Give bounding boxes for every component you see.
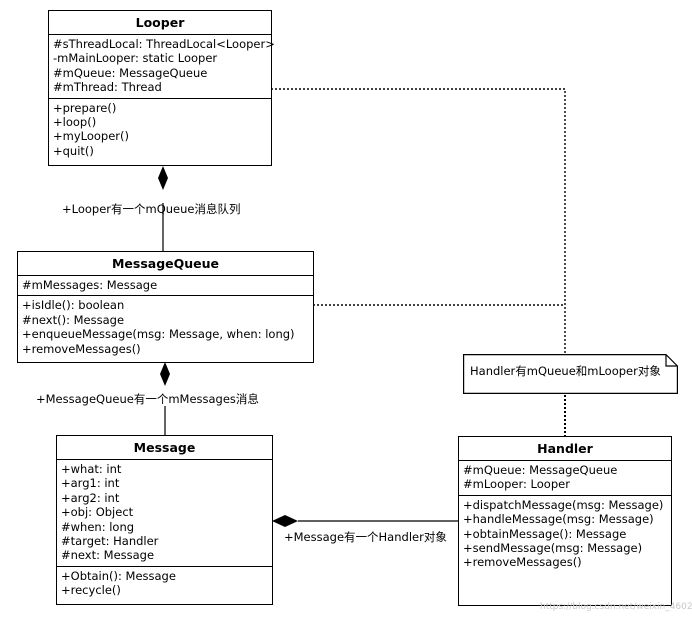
attribute-row: +obj: Object [61, 505, 134, 520]
looper-diamond [158, 166, 168, 190]
attribute-row: #target: Handler [61, 534, 159, 549]
attribute-row: #mMessages: Message [22, 278, 158, 292]
attribute-row: -mMainLooper: static Looper [53, 51, 218, 66]
message-class[interactable]: Message +what: int +arg1: int +arg2: int… [56, 435, 273, 605]
message-handler-relation-label: +Message有一个Handler对象 [284, 530, 447, 544]
attribute-row: +what: int [61, 462, 122, 476]
operation-row: +myLooper() [53, 129, 129, 144]
message-diamond [272, 515, 298, 527]
looper-operations: +prepare() +loop() +myLooper() +quit() [49, 99, 271, 161]
note-shape [463, 354, 678, 394]
attribute-row: +arg2: int [61, 490, 120, 505]
attribute-row: #sThreadLocal: ThreadLocal<Looper> [53, 37, 275, 51]
looper-class-name: Looper [49, 11, 271, 35]
looper-class[interactable]: Looper #sThreadLocal: ThreadLocal<Looper… [48, 10, 275, 166]
handler-note[interactable]: Handler有mQueue和mLooper对象 [463, 354, 678, 394]
handler-attributes: #mQueue: MessageQueue #mLooper: Looper [459, 461, 671, 496]
looper-handler-dotted [271, 88, 566, 354]
looper-queue-relation-label: +Looper有一个mQueue消息队列 [62, 202, 241, 216]
looper-attributes: #sThreadLocal: ThreadLocal<Looper> -mMai… [49, 35, 275, 99]
operation-row: #next(): Message [22, 312, 125, 327]
attribute-row: #next: Message [61, 548, 155, 563]
attribute-row: #mQueue: MessageQueue [463, 463, 618, 477]
message-class-name: Message [57, 436, 272, 460]
message-attributes: +what: int +arg1: int +arg2: int +obj: O… [57, 460, 272, 567]
message-queue-class[interactable]: MessageQueue #mMessages: Message +isIdle… [17, 251, 314, 363]
message-queue-class-name: MessageQueue [18, 252, 313, 276]
operation-row: +obtainMessage(): Message [463, 526, 627, 541]
operation-row: +recycle() [61, 583, 121, 598]
message-operations: +Obtain(): Message +recycle() [57, 567, 272, 600]
message-queue-operations: +isIdle(): boolean #next(): Message +enq… [18, 296, 313, 358]
queue-diamond [160, 362, 170, 386]
watermark: https://blog.csdn.net/weixin_46025829 [540, 602, 692, 612]
operation-row: +Obtain(): Message [61, 568, 176, 583]
attribute-row: #when: long [61, 519, 135, 534]
operation-row: +isIdle(): boolean [22, 298, 125, 313]
operation-row: +prepare() [53, 100, 117, 115]
operation-row: +dispatchMessage(msg: Message) [463, 497, 664, 512]
operation-row: +handleMessage(msg: Message) [463, 512, 654, 527]
attribute-row: #mThread: Thread [53, 80, 162, 95]
operation-row: +quit() [53, 143, 94, 158]
message-queue-attributes: #mMessages: Message [18, 276, 313, 297]
queue-messages-relation-label: +MessageQueue有一个mMessages消息 [36, 392, 259, 406]
handler-class-name: Handler [459, 437, 671, 461]
operation-row: +removeMessages() [463, 555, 582, 570]
operation-row: +sendMessage(msg: Message) [463, 541, 643, 556]
attribute-row: +arg1: int [61, 476, 120, 491]
handler-class[interactable]: Handler #mQueue: MessageQueue #mLooper: … [458, 436, 672, 606]
attribute-row: #mLooper: Looper [463, 477, 570, 492]
operation-row: +loop() [53, 115, 97, 130]
note-text: Handler有mQueue和mLooper对象 [470, 364, 661, 378]
handler-operations: +dispatchMessage(msg: Message) +handleMe… [459, 496, 671, 572]
attribute-row: #mQueue: MessageQueue [53, 65, 208, 80]
operation-row: +removeMessages() [22, 341, 141, 356]
operation-row: +enqueueMessage(msg: Message, when: long… [22, 327, 295, 342]
